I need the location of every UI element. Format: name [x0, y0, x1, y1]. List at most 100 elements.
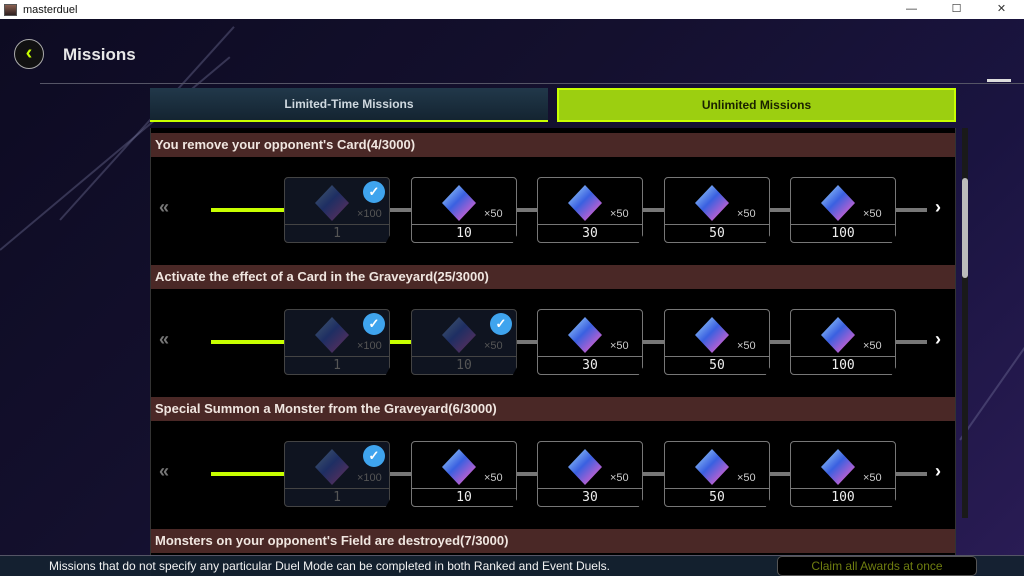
gem-icon: [695, 317, 729, 353]
gem-icon: [568, 317, 602, 353]
chevron-left-icon: ‹: [25, 42, 33, 64]
chevron-left-icon[interactable]: «: [159, 329, 170, 349]
chevron-right-icon[interactable]: ›: [935, 329, 941, 349]
tab-unlimited-missions[interactable]: Unlimited Missions: [557, 88, 956, 122]
reward-threshold: 100: [791, 224, 895, 242]
reward-quantity: ×50: [737, 208, 756, 220]
gem-icon: [315, 185, 349, 221]
divider: [40, 83, 1024, 84]
reward-threshold: 100: [791, 356, 895, 374]
reward-threshold: 10: [412, 224, 516, 242]
reward-threshold: 100: [791, 488, 895, 506]
checkmark-icon: ✓: [490, 313, 512, 335]
app-icon: [4, 3, 17, 16]
checkmark-icon: ✓: [363, 445, 385, 467]
progress-connector: [390, 340, 411, 344]
reward-quantity: ×50: [484, 208, 503, 220]
reward-threshold: 50: [665, 488, 769, 506]
progress-connector: [643, 472, 664, 476]
reward-quantity: ×50: [484, 340, 503, 352]
reward-threshold: 30: [538, 488, 642, 506]
window-title: masterduel: [23, 3, 78, 16]
checkmark-icon: ✓: [363, 181, 385, 203]
reward-quantity: ×50: [737, 472, 756, 484]
reward-threshold: 10: [412, 488, 516, 506]
progress-connector: [770, 340, 790, 344]
reward-quantity: ×100: [357, 208, 382, 220]
gem-icon: [568, 449, 602, 485]
progress-connector: [517, 472, 537, 476]
reward-threshold: 50: [665, 224, 769, 242]
minimize-button[interactable]: —: [906, 3, 917, 15]
reward-threshold: 1: [285, 224, 389, 242]
footer-note: Missions that do not specify any particu…: [49, 559, 610, 573]
reward-quantity: ×50: [610, 340, 629, 352]
gem-icon: [315, 449, 349, 485]
reward-quantity: ×50: [610, 208, 629, 220]
back-button[interactable]: ‹: [14, 39, 44, 69]
checkmark-icon: ✓: [363, 313, 385, 335]
gem-icon: [315, 317, 349, 353]
reward-quantity: ×50: [737, 340, 756, 352]
reward-threshold: 1: [285, 488, 389, 506]
reward-threshold: 30: [538, 224, 642, 242]
menu-icon[interactable]: [987, 79, 1011, 82]
mission-title: You remove your opponent's Card(4/3000): [151, 133, 955, 157]
gem-icon: [568, 185, 602, 221]
mission-title: Monsters on your opponent's Field are de…: [151, 529, 955, 553]
scrollbar-thumb[interactable]: [962, 178, 968, 278]
reward-threshold: 50: [665, 356, 769, 374]
reward-quantity: ×50: [863, 340, 882, 352]
maximize-button[interactable]: ☐: [951, 3, 962, 15]
mission-title: Activate the effect of a Card in the Gra…: [151, 265, 955, 289]
reward-quantity: ×50: [863, 208, 882, 220]
reward-threshold: 10: [412, 356, 516, 374]
gem-icon: [442, 185, 476, 221]
progress-connector: [896, 472, 927, 476]
progress-connector: [390, 208, 411, 212]
progress-connector: [211, 208, 284, 212]
chevron-left-icon[interactable]: «: [159, 197, 170, 217]
gem-icon: [695, 449, 729, 485]
reward-threshold: 30: [538, 356, 642, 374]
close-button[interactable]: ✕: [996, 3, 1007, 15]
page-title: Missions: [63, 45, 136, 64]
tab-limited-time-missions[interactable]: Limited-Time Missions: [150, 88, 548, 122]
footer: Missions that do not specify any particu…: [0, 555, 1024, 576]
reward-threshold: 1: [285, 356, 389, 374]
reward-card[interactable]: ×50 10 ✓: [411, 309, 517, 375]
progress-connector: [896, 208, 927, 212]
progress-connector: [211, 340, 284, 344]
reward-quantity: ×100: [357, 472, 382, 484]
chevron-right-icon[interactable]: ›: [935, 461, 941, 481]
reward-card[interactable]: ×100 1 ✓: [284, 177, 390, 243]
mission-list: You remove your opponent's Card(4/3000) «…: [150, 128, 956, 576]
reward-card[interactable]: ×100 1 ✓: [284, 441, 390, 507]
progress-connector: [390, 472, 411, 476]
progress-connector: [896, 340, 927, 344]
progress-connector: [211, 472, 284, 476]
scrollbar[interactable]: [962, 128, 968, 518]
gem-icon: [821, 185, 855, 221]
progress-connector: [517, 340, 537, 344]
progress-connector: [643, 340, 664, 344]
gem-icon: [821, 317, 855, 353]
claim-all-button[interactable]: Claim all Awards at once: [777, 556, 977, 576]
chevron-right-icon[interactable]: ›: [935, 197, 941, 217]
gem-icon: [695, 185, 729, 221]
background-stripe: [959, 275, 1024, 441]
chevron-left-icon[interactable]: «: [159, 461, 170, 481]
progress-connector: [770, 472, 790, 476]
